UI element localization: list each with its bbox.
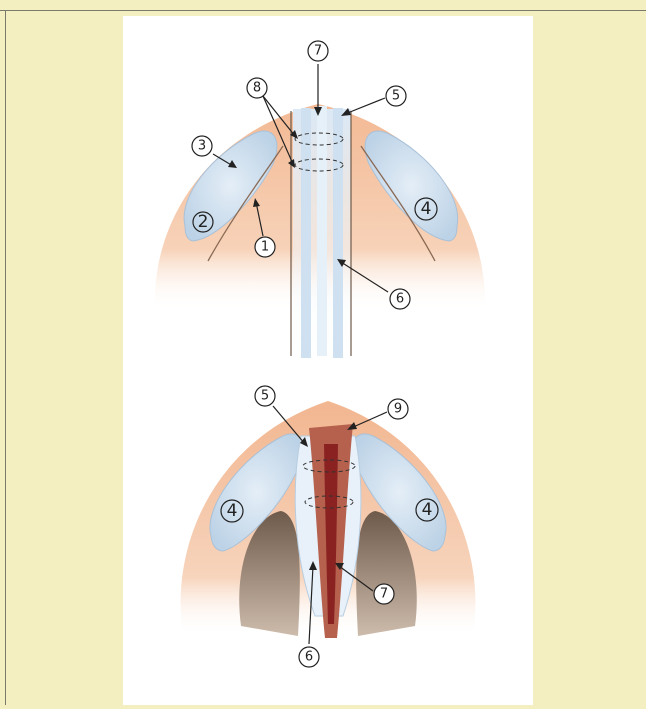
callout-b5: 5 <box>261 389 269 404</box>
callout-3: 3 <box>198 139 206 154</box>
top-view: 7 5 8 3 2 4 1 6 <box>155 41 485 359</box>
callout-b9: 9 <box>394 402 402 417</box>
callout-b4-right: 4 <box>422 500 433 520</box>
bottom-view: 5 9 4 4 7 6 <box>181 386 476 667</box>
callout-b7: 7 <box>380 587 388 602</box>
callout-7: 7 <box>314 44 322 59</box>
callout-b6: 6 <box>305 650 313 665</box>
callout-b4-left: 4 <box>227 501 238 521</box>
left-divider <box>5 10 6 705</box>
callout-6: 6 <box>396 292 404 307</box>
callout-2: 2 <box>198 212 209 232</box>
callout-1: 1 <box>261 240 269 255</box>
top-divider <box>0 10 646 11</box>
callout-5: 5 <box>392 89 400 104</box>
nose-diagram: 7 5 8 3 2 4 1 6 <box>123 16 533 705</box>
callout-8: 8 <box>253 81 261 96</box>
cropped-caption <box>0 0 646 10</box>
callout-4: 4 <box>421 199 432 219</box>
illustration-panel: 7 5 8 3 2 4 1 6 <box>123 16 533 705</box>
